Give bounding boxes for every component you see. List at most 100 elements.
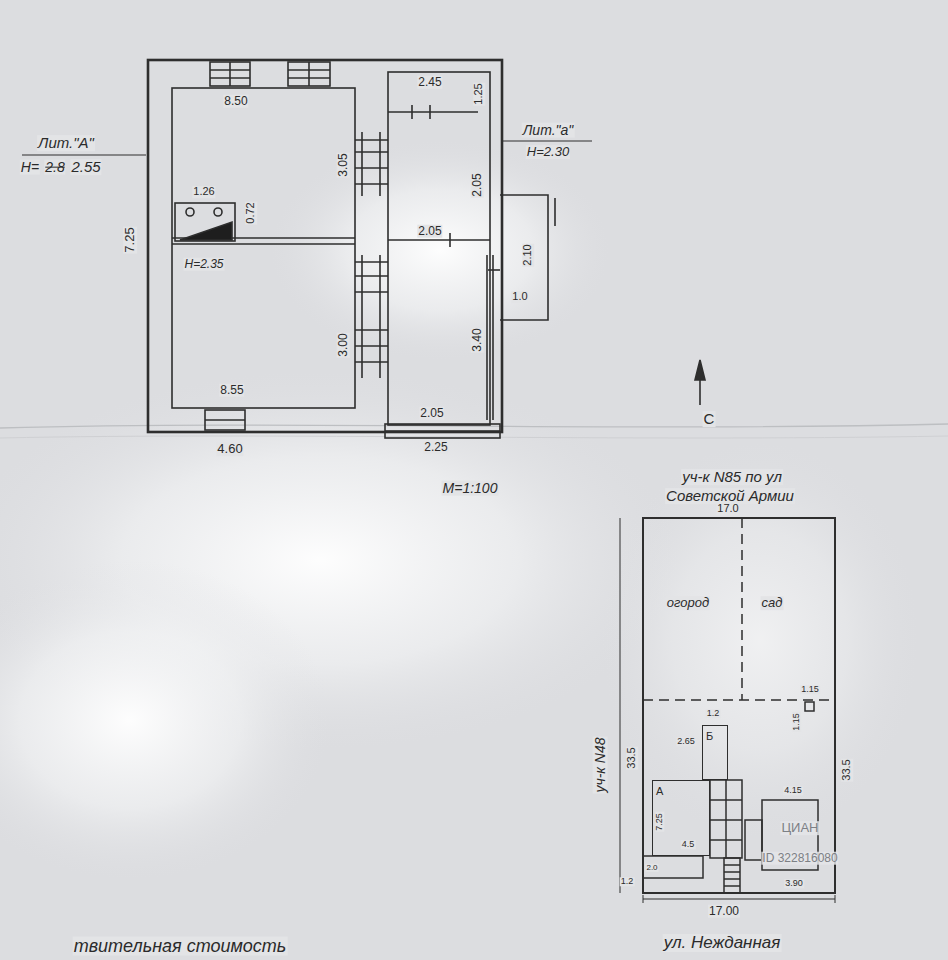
paper-glare bbox=[0, 560, 330, 880]
dimension-label: М=1:100 bbox=[442, 481, 499, 496]
house-plan bbox=[186, 208, 194, 216]
building-letter: А bbox=[653, 784, 666, 798]
house-plan bbox=[379, 255, 381, 378]
site-plan bbox=[620, 518, 835, 903]
dimension-label: 8.55 bbox=[219, 384, 244, 397]
dimension-label: Советской Армии bbox=[665, 488, 795, 504]
house-plan bbox=[205, 410, 245, 430]
dimension-label: 3.05 bbox=[337, 152, 350, 177]
site-plan bbox=[710, 780, 742, 858]
house-plan bbox=[214, 208, 222, 216]
dimension-label: сад bbox=[761, 596, 784, 610]
site-plan bbox=[643, 895, 644, 903]
house-plan bbox=[429, 105, 431, 119]
site-plan bbox=[724, 864, 740, 866]
site-plan bbox=[805, 702, 814, 711]
house-plan bbox=[385, 424, 500, 438]
dimension-label: огород bbox=[666, 596, 710, 610]
house-plan bbox=[554, 198, 556, 226]
dimension-label: 33.5 bbox=[841, 758, 853, 781]
house-plan bbox=[492, 255, 494, 420]
site-plan bbox=[643, 899, 835, 900]
site-plan bbox=[741, 518, 743, 700]
dimension-label: 1.25 bbox=[473, 82, 485, 105]
house-plan bbox=[486, 255, 488, 420]
house-plan bbox=[449, 233, 451, 247]
dimension-label: уч-к N48 bbox=[593, 736, 608, 793]
dimension-label: 1.15 bbox=[792, 712, 801, 732]
house-plan bbox=[355, 151, 388, 153]
paper-glare bbox=[600, 440, 920, 840]
dimension-label: 4.5 bbox=[681, 840, 696, 849]
dimension-label: 3.40 bbox=[471, 327, 484, 352]
house-plan bbox=[500, 195, 548, 320]
building-letter: Б bbox=[703, 729, 716, 743]
dimension-label: ул. Нежданная bbox=[663, 934, 782, 952]
dimension-label: 7.25 bbox=[123, 226, 137, 253]
watermark: ЦИАН bbox=[780, 821, 819, 835]
site-plan bbox=[724, 871, 740, 873]
site-plan bbox=[643, 699, 835, 701]
dimension-label: 2.45 bbox=[417, 76, 442, 89]
dimension-label: 2.05 bbox=[419, 407, 444, 420]
dimension-label: 33.5 bbox=[626, 746, 638, 769]
site-plan bbox=[643, 518, 835, 893]
house-plan bbox=[355, 361, 388, 363]
site-plan bbox=[724, 858, 740, 893]
house-plan bbox=[288, 62, 330, 86]
building-box: Б bbox=[702, 725, 728, 780]
dimension-label: уч-к N85 по ул bbox=[681, 469, 783, 485]
dimension-label: 7.25 bbox=[655, 812, 664, 832]
dimension-label: 2.65 bbox=[676, 737, 696, 746]
dimension-label: 2.0 bbox=[645, 864, 658, 872]
dimension-label: 2.8 bbox=[44, 160, 65, 175]
house-plan bbox=[229, 62, 231, 86]
site-plan bbox=[724, 885, 740, 887]
dimension-label: 4.15 bbox=[783, 786, 803, 795]
dimension-label: 3.00 bbox=[337, 332, 350, 357]
house-plan bbox=[355, 139, 388, 141]
dimension-label: Н=2.30 bbox=[526, 145, 570, 159]
north-arrow bbox=[695, 360, 705, 405]
dimension-label: Лит."А" bbox=[37, 135, 95, 151]
house-plan bbox=[385, 430, 500, 432]
dimension-label: 3.90 bbox=[784, 879, 804, 888]
house-plan bbox=[172, 88, 355, 408]
dimension-label: 17.00 bbox=[708, 905, 740, 918]
site-plan bbox=[620, 518, 621, 893]
dimension-label: 1.26 bbox=[192, 186, 215, 198]
dimension-label: 2.05 bbox=[471, 172, 484, 197]
dimension-label: С bbox=[703, 411, 716, 427]
site-plan bbox=[725, 780, 727, 858]
north-arrow bbox=[695, 360, 705, 380]
dimension-label: Н=2.35 bbox=[183, 258, 224, 271]
house-plan bbox=[388, 111, 478, 113]
house-plan bbox=[379, 132, 381, 196]
house-plan bbox=[361, 132, 363, 196]
house-plan bbox=[388, 239, 490, 241]
paper-glare bbox=[270, 140, 610, 360]
house-plan bbox=[361, 255, 363, 378]
dimension-label: 4.60 bbox=[216, 442, 243, 456]
house-plan bbox=[355, 275, 388, 277]
site-plan bbox=[643, 856, 703, 878]
dimension-label: 2.10 bbox=[522, 243, 534, 266]
house-plan bbox=[502, 140, 592, 141]
dimension-label: Лит."а" bbox=[522, 123, 575, 138]
site-plan bbox=[724, 878, 740, 880]
dimension-label: твительная стоимость bbox=[73, 937, 288, 956]
house-plan bbox=[22, 154, 146, 155]
house-plan bbox=[355, 261, 388, 263]
dimension-label: 1.2 bbox=[706, 709, 721, 718]
dimension-label: 1.0 bbox=[511, 291, 528, 303]
site-plan bbox=[745, 820, 762, 860]
house-plan bbox=[355, 183, 388, 185]
house-plan bbox=[355, 291, 388, 293]
house-plan bbox=[355, 329, 388, 331]
house-plan bbox=[355, 345, 388, 347]
dimension-label: 1.2 bbox=[620, 877, 635, 886]
house-plan bbox=[355, 167, 388, 169]
dimension-label: Н= bbox=[20, 160, 40, 175]
